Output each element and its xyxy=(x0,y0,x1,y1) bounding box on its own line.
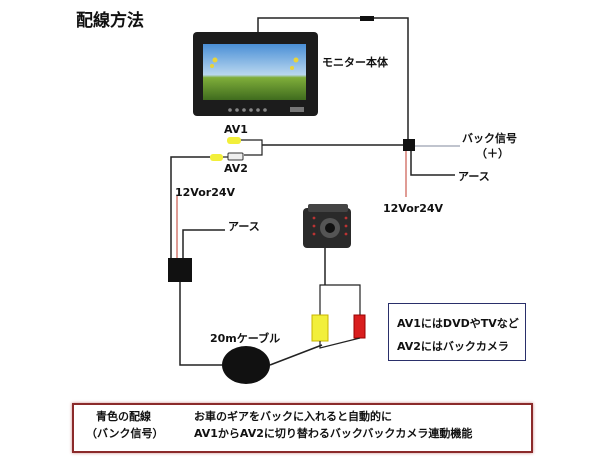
monitor-image xyxy=(193,32,318,116)
monitor-label: モニター本体 xyxy=(322,56,388,69)
note-desc-line-1: お車のギアをバックに入れると自動的に xyxy=(194,410,392,423)
ground-label-left: アース xyxy=(228,220,260,233)
junction-box-right xyxy=(403,139,415,151)
back-signal-plus-label: （＋） xyxy=(476,147,509,160)
backup-camera-image xyxy=(303,204,351,248)
note-term-line-1: 青色の配線 xyxy=(96,410,151,423)
camera-video-wire xyxy=(170,156,210,258)
av1-connector xyxy=(227,137,241,144)
note-desc-line-2: AV1からAV2に切り替わるバックバックカメラ連動機能 xyxy=(194,427,473,440)
camera-video-plug xyxy=(311,314,329,342)
av2-plug xyxy=(227,152,244,161)
power-label-left: 12Vor24V xyxy=(175,186,236,199)
junction-box-left xyxy=(168,258,192,282)
av2-label: AV2 xyxy=(224,162,248,175)
ground-wire-left xyxy=(182,229,225,258)
page-title: 配線方法 xyxy=(76,11,144,31)
power-label-right: 12Vor24V xyxy=(383,202,444,215)
cable-label: 20mケーブル xyxy=(210,332,281,345)
av-bracket-wire xyxy=(240,139,263,156)
av-info-box xyxy=(388,303,526,361)
extension-cable xyxy=(179,282,222,366)
note-box xyxy=(72,403,533,453)
back-signal-label: バック信号 xyxy=(462,132,517,145)
av2-connector xyxy=(210,154,223,161)
av1-label: AV1 xyxy=(224,123,248,136)
cable-coil xyxy=(222,346,270,384)
ground-wire-right xyxy=(410,151,455,176)
inline-fuse xyxy=(360,16,374,21)
monitor-power-wire xyxy=(257,17,409,140)
ground-label-right: アース xyxy=(458,170,490,183)
camera-power-plug xyxy=(353,314,366,339)
note-term-line-2: （バンク信号） xyxy=(86,427,164,440)
info-line-1: AV1にはDVDやTVなど xyxy=(397,317,519,330)
info-line-2: AV2にはバックカメラ xyxy=(397,340,509,353)
